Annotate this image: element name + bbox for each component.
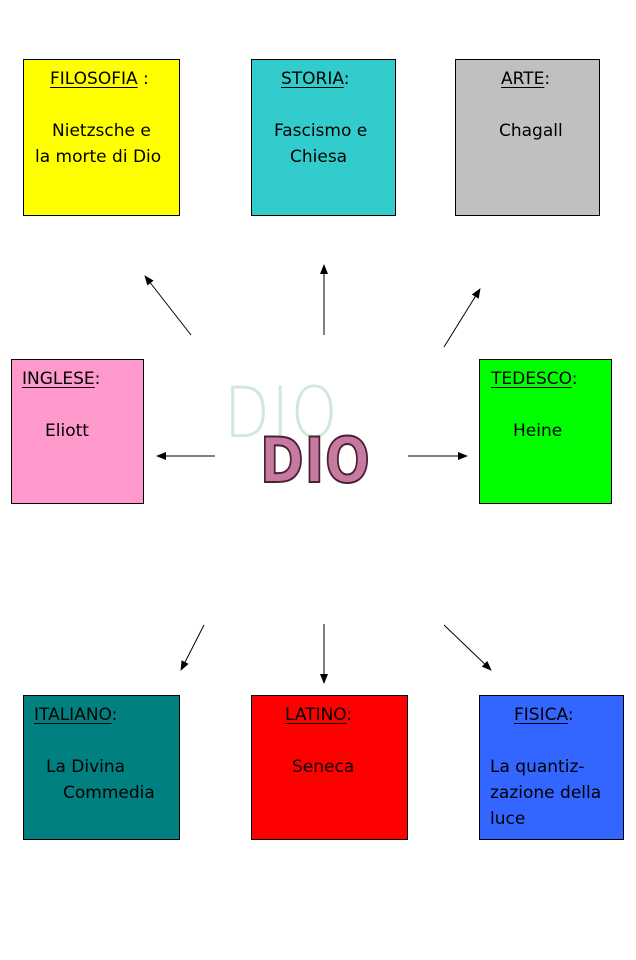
- box-fisica: FISICA: La quantiz- zazione della luce: [479, 695, 624, 840]
- title-suffix: :: [137, 69, 149, 89]
- box-filosofia: FILOSOFIA : Nietzsche e la morte di Dio: [23, 59, 180, 216]
- box-title: FISICA: [514, 705, 568, 725]
- box-title: FILOSOFIA: [50, 69, 138, 89]
- box-line: Seneca: [292, 757, 355, 777]
- box-line: Chiesa: [290, 147, 348, 167]
- title-suffix: :: [94, 369, 101, 389]
- box-line: Nietzsche e: [52, 121, 151, 141]
- box-line: Heine: [513, 421, 563, 441]
- box-line: Commedia: [63, 783, 155, 803]
- title-suffix: :: [346, 705, 353, 725]
- arrow-filosofia: [144, 275, 192, 336]
- box-line: Chagall: [499, 121, 563, 141]
- box-tedesco: TEDESCO: Heine: [479, 359, 612, 504]
- title-suffix: :: [111, 705, 118, 725]
- box-line: La Divina: [46, 757, 126, 777]
- box-line: luce: [490, 809, 526, 829]
- title-suffix: :: [567, 705, 574, 725]
- box-title: ARTE: [501, 69, 545, 89]
- title-suffix: :: [544, 69, 551, 89]
- title-suffix: :: [343, 69, 350, 89]
- box-title: LATINO: [285, 705, 347, 725]
- dio-title: DIO: [259, 423, 371, 498]
- box-storia: STORIA: Fascismo e Chiesa: [251, 59, 396, 216]
- box-arte: ARTE: Chagall: [455, 59, 600, 216]
- box-line: zazione della: [490, 783, 602, 803]
- arrow-italiano: [180, 624, 205, 671]
- box-line: la morte di Dio: [35, 147, 162, 167]
- box-line: La quantiz-: [490, 757, 585, 777]
- dio-watermark: DIO: [224, 372, 340, 454]
- box-title: TEDESCO: [491, 369, 572, 389]
- box-latino: LATINO: Seneca: [251, 695, 408, 840]
- box-title: ITALIANO: [34, 705, 112, 725]
- title-suffix: :: [571, 369, 578, 389]
- box-title: STORIA: [281, 69, 344, 89]
- box-inglese: INGLESE: Eliott: [11, 359, 144, 504]
- arrow-arte: [443, 288, 481, 348]
- box-title: INGLESE: [22, 369, 95, 389]
- box-line: Eliott: [45, 421, 89, 441]
- box-italiano: ITALIANO: La Divina Commedia: [23, 695, 180, 840]
- arrow-fisica: [443, 624, 492, 671]
- box-line: Fascismo e: [274, 121, 368, 141]
